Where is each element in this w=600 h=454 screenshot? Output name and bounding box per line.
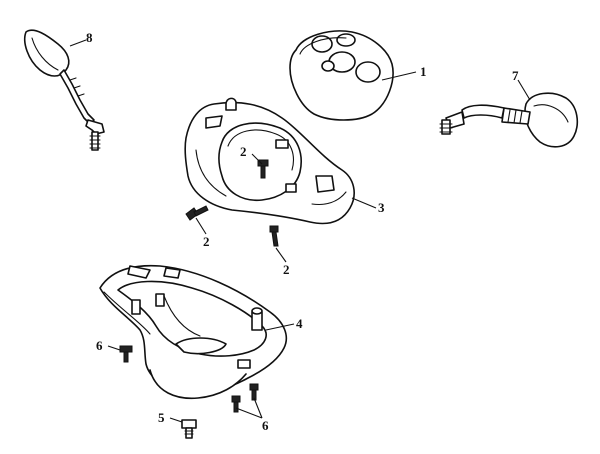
left-mirror bbox=[24, 29, 105, 151]
callout-2-left: 2 bbox=[203, 234, 210, 249]
callout-1: 1 bbox=[420, 64, 427, 79]
callout-2-center: 2 bbox=[240, 144, 247, 159]
callout-2-right: 2 bbox=[283, 262, 290, 277]
callout-6-bottom: 6 bbox=[262, 418, 269, 433]
callout-4: 4 bbox=[296, 316, 303, 331]
leader-lines bbox=[69, 39, 531, 423]
callout-8: 8 bbox=[86, 30, 93, 45]
callout-3: 3 bbox=[378, 200, 385, 215]
right-mirror bbox=[439, 92, 579, 148]
screw-2-left bbox=[185, 205, 209, 221]
callout-6-left: 6 bbox=[96, 338, 103, 353]
screw-2-right bbox=[269, 225, 279, 247]
meter-cover bbox=[289, 30, 394, 121]
screw-6-bottom-b bbox=[249, 383, 259, 401]
callout-5: 5 bbox=[158, 410, 165, 425]
screw-2-center bbox=[257, 159, 269, 179]
screw-6-bottom-a bbox=[231, 395, 241, 413]
screw-6-left bbox=[119, 345, 133, 363]
callout-7: 7 bbox=[512, 68, 519, 83]
bolt-5 bbox=[181, 419, 197, 439]
rear-handle-cover bbox=[99, 264, 288, 400]
